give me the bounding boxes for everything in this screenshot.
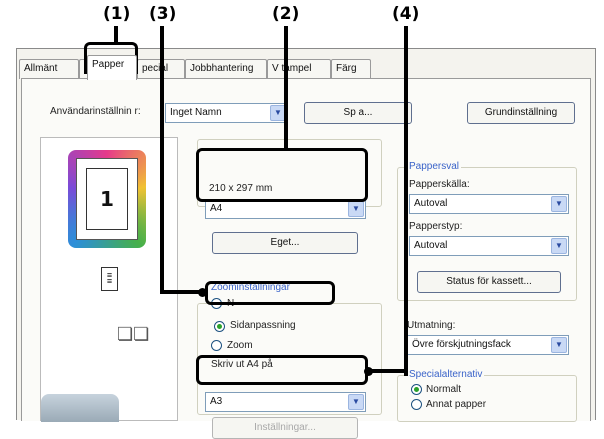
pages-stack-icon: ❏❏ xyxy=(117,324,150,344)
paper-source-value: Autoval xyxy=(414,198,448,209)
special-normal-radio[interactable] xyxy=(411,384,422,395)
tray-status-button[interactable]: Status för kassett... xyxy=(417,271,561,293)
special-options-label: Specialalternativ xyxy=(407,369,485,380)
leader-dot-4 xyxy=(364,367,373,376)
printer-icon xyxy=(41,394,119,422)
tab-general[interactable]: Allmänt xyxy=(19,59,79,79)
page-number: 1 xyxy=(100,187,114,211)
custom-size-button[interactable]: Eget... xyxy=(212,232,358,254)
leader-line-3-horizontal xyxy=(160,290,204,294)
leader-line-3 xyxy=(160,26,164,294)
paper-selection-label: Pappersval xyxy=(407,161,462,172)
output-label: Utmatning: xyxy=(407,320,456,331)
fit-to-value: A3 xyxy=(210,396,223,407)
leader-line-2 xyxy=(284,26,288,150)
fit-to-label: Skriv ut A4 på xyxy=(211,359,273,370)
tab-job-handling[interactable]: Jobbhantering xyxy=(185,59,267,79)
zoom-settings-label: Zoominställningar xyxy=(211,282,290,293)
highlight-paper-size xyxy=(196,148,368,202)
fit-to-page-label: Sidanpassning xyxy=(230,320,296,331)
output-value: Övre förskjutningsfack xyxy=(412,339,511,350)
paper-tab-panel: Användarinställnin r: Inget Namn ▼ Sp a.… xyxy=(21,78,591,439)
chevron-down-icon: ▼ xyxy=(551,238,567,254)
paper-type-label: Papperstyp: xyxy=(409,221,463,232)
printer-properties-dialog: Allmänt Papper pecial Jobbhantering V ta… xyxy=(16,48,596,439)
user-settings-select[interactable]: Inget Namn ▼ xyxy=(165,103,288,123)
paper-selection-group xyxy=(397,167,577,301)
page-preview-icon: 1 xyxy=(68,150,146,248)
highlight-fit-to-size xyxy=(196,355,368,385)
special-options-group xyxy=(397,375,577,422)
leader-line-4 xyxy=(404,26,408,376)
tab-paper[interactable]: Papper xyxy=(87,55,137,80)
output-select[interactable]: Övre förskjutningsfack ▼ xyxy=(407,335,569,355)
page-preview-frame: 1 ≡≡ ❏❏ xyxy=(40,137,178,422)
paper-source-select[interactable]: Autoval ▼ xyxy=(409,194,569,214)
user-settings-value: Inget Namn xyxy=(170,107,222,118)
paper-size-dimensions: 210 x 297 mm xyxy=(209,183,273,194)
default-settings-button[interactable]: Grundinställning xyxy=(467,102,575,124)
tab-bar: Allmänt Papper pecial Jobbhantering V ta… xyxy=(19,55,589,80)
save-button[interactable]: Sp a... xyxy=(304,102,412,124)
tab-stamp[interactable]: V tampel xyxy=(267,59,331,79)
paper-type-value: Autoval xyxy=(414,240,448,251)
special-other-paper-label: Annat papper xyxy=(426,399,487,410)
callout-2: (2) xyxy=(272,4,300,24)
user-settings-label: Användarinställnin r: xyxy=(50,106,141,117)
leader-dot-3 xyxy=(198,288,207,297)
zoom-settings-button[interactable]: Inställningar... xyxy=(212,417,358,439)
chevron-down-icon: ▼ xyxy=(348,394,364,410)
leader-line-1 xyxy=(114,26,118,44)
chevron-down-icon: ▼ xyxy=(551,337,567,353)
document-icon: ≡≡ xyxy=(101,267,118,291)
callout-3: (3) xyxy=(149,4,177,24)
callout-1: (1) xyxy=(103,4,131,24)
fit-to-page-radio[interactable] xyxy=(214,321,225,332)
callout-4: (4) xyxy=(392,4,420,24)
zoom-radio[interactable] xyxy=(211,340,222,351)
paper-type-select[interactable]: Autoval ▼ xyxy=(409,236,569,256)
paper-size-select[interactable]: A4 ▼ xyxy=(205,199,366,219)
chevron-down-icon: ▼ xyxy=(551,196,567,212)
zoom-label: Zoom xyxy=(227,340,253,351)
leader-line-4-horizontal xyxy=(368,369,408,373)
chevron-down-icon: ▼ xyxy=(348,201,364,217)
paper-source-label: Papperskälla: xyxy=(409,179,470,190)
fit-to-select[interactable]: A3 ▼ xyxy=(205,392,366,412)
highlight-fit-to-page xyxy=(205,281,335,305)
paper-size-value: A4 xyxy=(210,203,223,214)
tab-color[interactable]: Färg xyxy=(331,59,371,79)
special-other-paper-radio[interactable] xyxy=(411,399,422,410)
special-normal-label: Normalt xyxy=(426,384,462,395)
